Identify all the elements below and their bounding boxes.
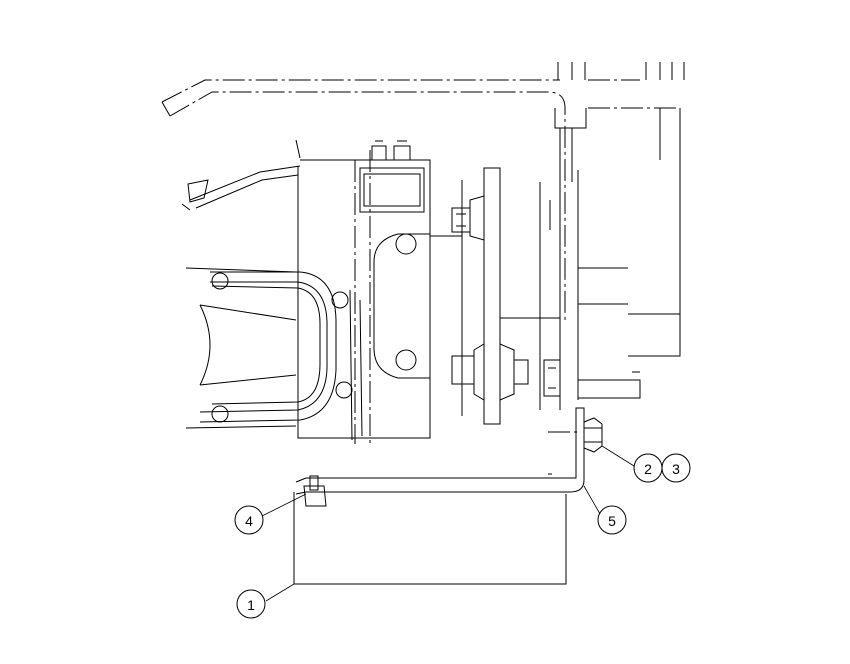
mounting-plate (451, 167, 561, 425)
callout-4-label: 4 (245, 513, 253, 529)
phantom-rail (161, 62, 685, 320)
callout-1[interactable]: 1 (236, 589, 266, 619)
hose-assembly (295, 407, 603, 507)
callout-5-circle (597, 505, 627, 535)
callout-2[interactable]: 2 (633, 453, 663, 483)
callout-5-label: 5 (608, 513, 616, 529)
callout-1-label: 1 (247, 597, 255, 613)
callout-2-label: 2 (644, 461, 652, 477)
callout-3-label: 3 (672, 461, 680, 477)
callout-3[interactable]: 3 (661, 453, 691, 483)
callout-1-circle (236, 589, 266, 619)
callout-4-circle (234, 505, 264, 535)
left-housing (181, 165, 363, 441)
engine-block (295, 139, 462, 444)
callout-5[interactable]: 5 (597, 505, 627, 535)
callout-4[interactable]: 4 (234, 505, 264, 535)
tank (293, 492, 567, 585)
right-frame (539, 108, 681, 410)
callout-3-circle (661, 453, 691, 483)
leader-lines (261, 445, 635, 602)
